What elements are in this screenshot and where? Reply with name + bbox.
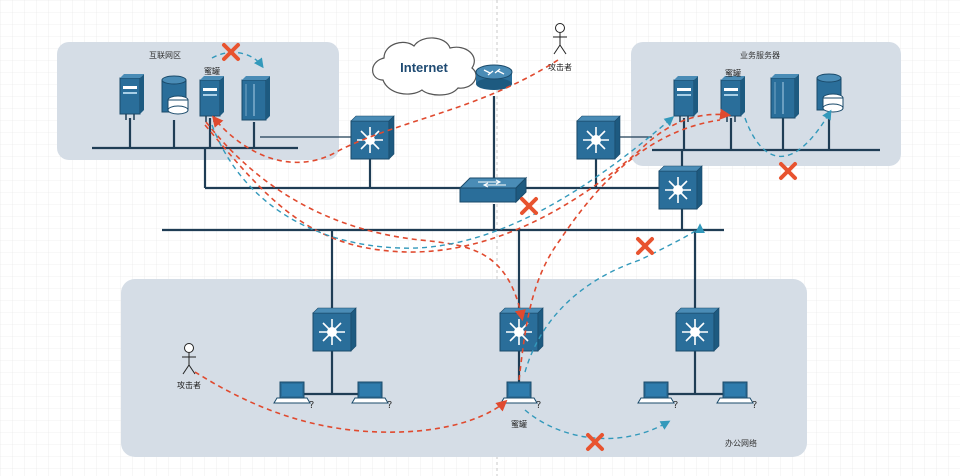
attacker-label: 攻击者 xyxy=(548,62,572,72)
server-icon xyxy=(119,73,145,121)
attack-paths xyxy=(194,59,732,433)
server-icon xyxy=(199,75,225,123)
honeypot-label: 蜜罐 xyxy=(204,66,220,76)
server-icon xyxy=(770,73,800,119)
business-server-zone-area xyxy=(631,42,901,166)
honeypot-label: 蜜罐 xyxy=(725,68,741,78)
internet-label: Internet xyxy=(400,60,448,75)
switch-icon xyxy=(658,165,703,210)
internet-cloud: Internet xyxy=(372,37,477,96)
core-switch-icon xyxy=(458,176,528,204)
database-icon xyxy=(816,73,844,113)
attacker-label: 攻击者 xyxy=(177,380,201,390)
switch-icon xyxy=(312,307,357,352)
server-icon xyxy=(241,75,271,121)
server-icon xyxy=(673,75,699,123)
database-icon xyxy=(161,75,189,115)
business-servers-label: 业务服务器 xyxy=(740,50,780,60)
network-links xyxy=(92,96,880,396)
office-network-zone-area xyxy=(121,279,807,457)
internet-zone-area xyxy=(57,42,339,160)
router-icon xyxy=(475,64,513,90)
switch-icon xyxy=(576,115,621,160)
switch-icon xyxy=(350,115,395,160)
honeypot-label: 蜜罐 xyxy=(511,419,527,429)
internet-zone-label: 互联网区 xyxy=(149,51,181,60)
switch-icon xyxy=(675,307,720,352)
office-network-label: 办公网络 xyxy=(725,438,757,448)
